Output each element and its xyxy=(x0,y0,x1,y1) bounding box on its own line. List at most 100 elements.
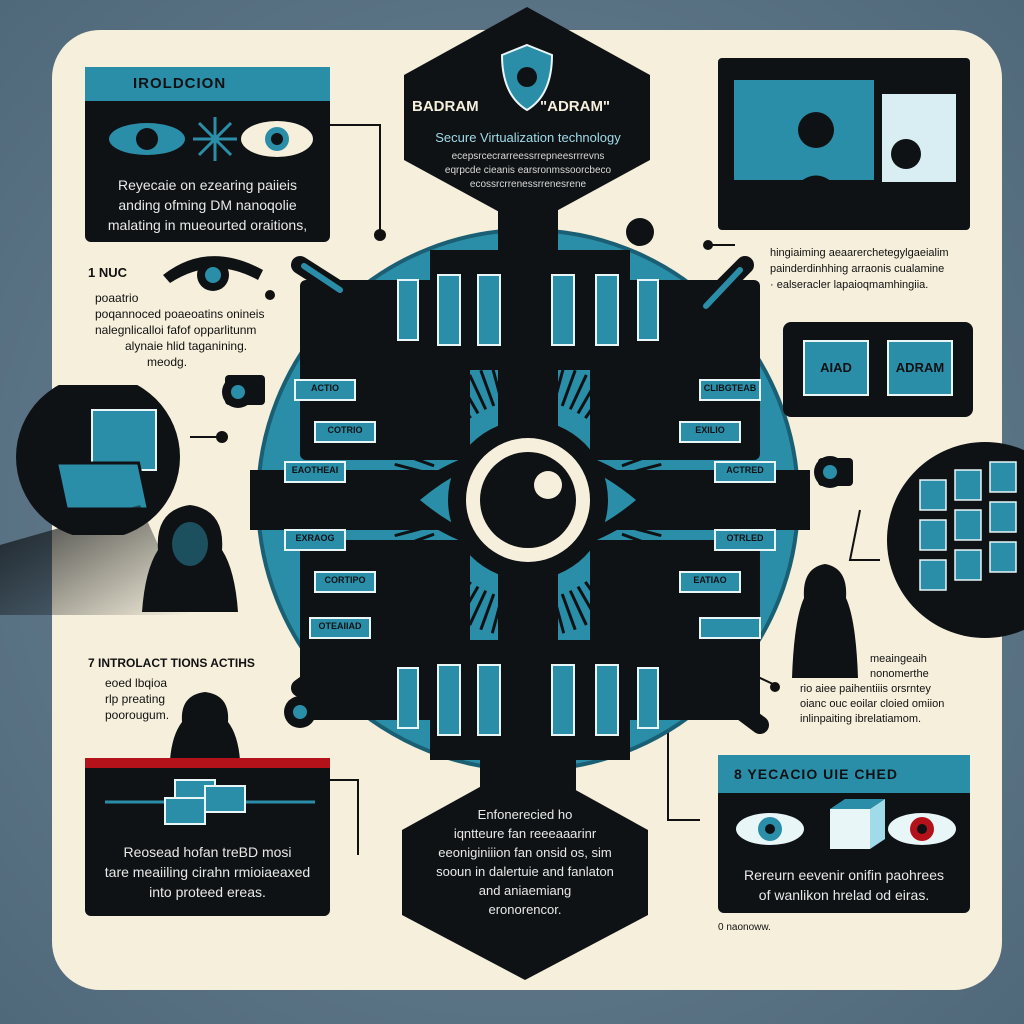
bottom-right-line: of wanlikon hrelad od eiras. xyxy=(758,887,930,903)
sunburst-tick xyxy=(621,532,659,549)
connector-line xyxy=(848,509,880,561)
sunburst-tick xyxy=(535,599,542,638)
title-left: BADRAM xyxy=(412,98,479,115)
title-subtitle: Secure Virtualization technology xyxy=(435,130,621,145)
sunburst-ticks xyxy=(390,362,666,638)
bottom-center-line: eronorencor. xyxy=(488,902,562,917)
bottom-left-line: Reosead hofan treBD mosi xyxy=(123,844,292,860)
sunburst-tick xyxy=(421,563,453,590)
footnote: 0 naonoww. xyxy=(718,922,771,933)
sunburst-tick xyxy=(584,581,609,614)
bottom-right-heading: 8 YECACIO UIE CHED xyxy=(718,755,970,793)
connector-line xyxy=(330,124,381,235)
step1-line: meodg. xyxy=(147,355,188,369)
sunburst-tick xyxy=(457,585,480,621)
eye-icons-row xyxy=(736,799,956,849)
hooded-figure-icon xyxy=(792,564,858,678)
intro-line: Reyecaie on ezearing paiieis xyxy=(118,177,297,193)
chip-label: CLIBGTEAB xyxy=(703,383,757,393)
memory-chips-top xyxy=(397,274,659,346)
circuit-blocks xyxy=(300,250,760,760)
sunburst-tick xyxy=(402,540,439,560)
sunburst-tick xyxy=(502,598,513,637)
sunburst-tick xyxy=(621,451,659,468)
intro-line: anding ofming DM nanoqolie xyxy=(118,197,297,213)
screen-left-label: AIAD xyxy=(803,340,869,396)
intro-heading: IROLDCION xyxy=(85,67,330,101)
sunburst-tick xyxy=(552,366,566,404)
sunburst-tick xyxy=(543,363,554,402)
bottom-center-line: sooun in dalertuie and fanlaton xyxy=(436,864,614,879)
sunburst-tick xyxy=(609,556,642,581)
server-rack-illustration xyxy=(887,442,1024,638)
chip-label: COTRIO xyxy=(327,425,363,435)
sunburst-tick xyxy=(407,548,443,571)
right-note-line: · ealseracler lapaioqmamhingiia. xyxy=(770,279,929,291)
sunburst-tick xyxy=(624,462,662,476)
sunburst-tick xyxy=(613,429,649,452)
connector-node xyxy=(216,431,228,443)
sunburst-tick xyxy=(407,429,443,452)
bottom-center-line: iqntteure fan reeeaaarinr xyxy=(453,826,597,841)
step1-line: alynaie hlid taganining. xyxy=(125,339,248,353)
sunburst-tick xyxy=(568,589,588,626)
chip-label: OTEAIIAD xyxy=(318,621,362,631)
chip-label: EATIAO xyxy=(693,575,727,585)
bottom-left-line: tare meaiiling cirahn rmioiaeaxed xyxy=(104,864,311,880)
step7-line: poorougum. xyxy=(105,708,170,722)
sunburst-tick xyxy=(560,369,577,407)
central-eye-icon xyxy=(395,420,660,580)
right-note-line: painderdinhhing arraonis cualamine xyxy=(770,263,945,275)
sunburst-tick xyxy=(468,589,488,626)
hackers-at-screen-illustration xyxy=(718,58,970,230)
screen-right-label: ADRAM xyxy=(887,340,953,396)
alert-stripe xyxy=(85,758,330,768)
shield-icon xyxy=(500,43,554,112)
intro-panel: IROLDCION Reyecaie on ezearing paiieis a… xyxy=(85,67,330,242)
title-hexagon xyxy=(404,7,650,227)
right-note-line: hingiaiming aeaarerchetegylgaeialim xyxy=(770,247,949,259)
sunburst-tick xyxy=(568,374,588,411)
sunburst-tick xyxy=(397,532,435,549)
sunburst-tick xyxy=(584,386,609,419)
step7-label: 7 INTROLACT TIONS ACTIHS xyxy=(88,656,255,670)
step1-label: 1 NUC xyxy=(88,265,128,280)
bottom-right-line: Rereurn eevenir onifin paohrees xyxy=(743,867,944,883)
eye-icons-row xyxy=(109,117,313,161)
sunburst-tick xyxy=(552,596,566,634)
right-mid-line: inlinpaiting ibrelatiamom. xyxy=(800,713,922,725)
step1-line: nalegnlicalloi fafof opparlitunm xyxy=(95,323,257,337)
sunburst-tick xyxy=(597,569,627,599)
step1-line: poaatrio xyxy=(95,291,139,305)
sunburst-tick xyxy=(560,593,577,631)
bottom-center-line: Enfonerecied ho xyxy=(477,807,573,822)
laptop-illustration xyxy=(16,385,180,535)
sunburst-tick xyxy=(402,440,439,460)
sunburst-tick xyxy=(514,362,521,401)
connector-node xyxy=(770,682,780,692)
sunburst-tick xyxy=(624,524,662,538)
sunburst-tick xyxy=(617,440,654,460)
sunburst-tick xyxy=(479,369,496,407)
cash-stack-icon xyxy=(105,779,315,825)
bottom-hexagon xyxy=(402,762,648,980)
hooded-figure-icon xyxy=(170,692,240,760)
sunburst-tick xyxy=(479,593,496,631)
sunburst-tick xyxy=(429,401,459,431)
right-mid-line: nonomerthe xyxy=(870,668,929,680)
bottom-left-panel: Reosead hofan treBD mosi tare meaiiling … xyxy=(85,758,330,916)
sunburst-tick xyxy=(543,598,554,637)
bottom-left-line: into proteed ereas. xyxy=(149,884,266,900)
title-line: eqrpcde cieanis earsronmssoorcbeco xyxy=(444,165,612,176)
chip-label: CORTIPO xyxy=(324,575,366,585)
sunburst-tick xyxy=(502,363,513,402)
sunburst-tick xyxy=(447,386,472,419)
hooded-figure-icon xyxy=(142,505,238,612)
sunburst-tick xyxy=(613,548,649,571)
step7-line: eoed lbqioa xyxy=(105,676,168,690)
shadow-gradient xyxy=(0,505,190,615)
chip-label: ACTRED xyxy=(726,465,764,475)
bottom-right-panel: 8 YECACIO UIE CHED Rereurn eevenir onifi… xyxy=(718,755,970,913)
sunburst-tick xyxy=(397,451,435,468)
